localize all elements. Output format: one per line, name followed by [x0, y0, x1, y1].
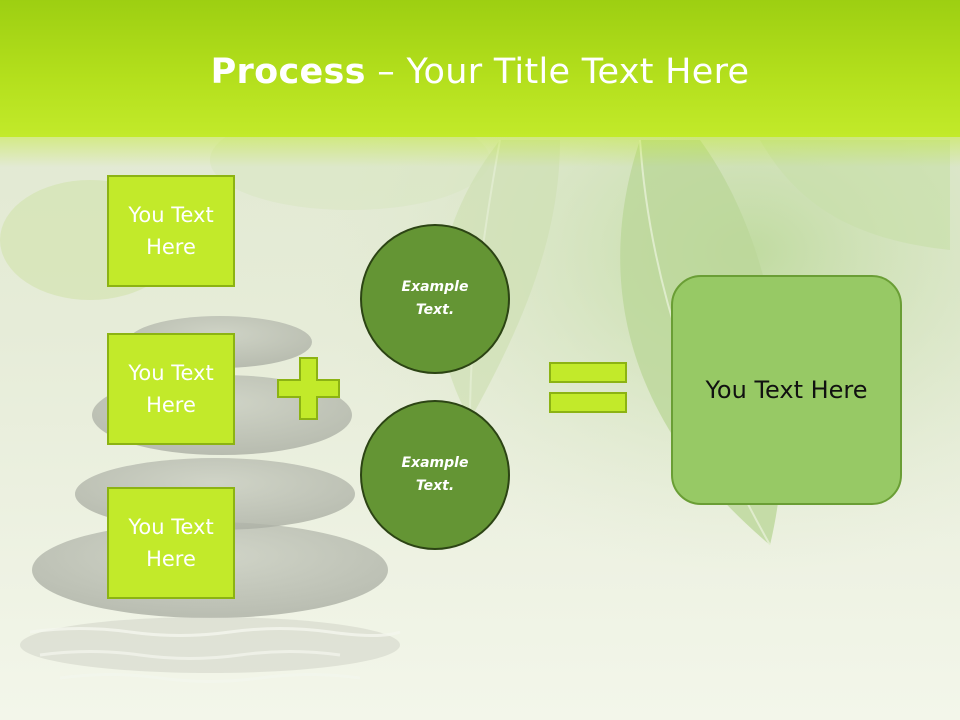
example-circle-1[interactable]: Example Text.: [360, 224, 510, 374]
result-box-text: You Text Here: [705, 376, 868, 404]
title-rest-text: Your Title Text Here: [406, 52, 750, 92]
title-dash: –: [365, 52, 407, 92]
title-bar: [0, 0, 960, 137]
input-box-3[interactable]: You Text Here: [107, 487, 235, 599]
title-bar-fade: [0, 137, 960, 167]
input-box-1[interactable]: You Text Here: [107, 175, 235, 287]
example-circle-2-text: Example Text.: [401, 455, 469, 494]
input-box-2-text: You Text Here: [128, 361, 214, 417]
result-box[interactable]: You Text Here: [671, 275, 902, 505]
example-circle-2[interactable]: Example Text.: [360, 400, 510, 550]
input-box-1-text: You Text Here: [128, 203, 214, 259]
equals-icon: [549, 362, 627, 413]
plus-icon: [277, 357, 340, 420]
slide-title[interactable]: Process – Your Title Text Here: [0, 52, 960, 92]
input-box-3-text: You Text Here: [128, 515, 214, 571]
title-bold-text: Process: [210, 52, 366, 92]
example-circle-1-text: Example Text.: [401, 279, 469, 318]
input-box-2[interactable]: You Text Here: [107, 333, 235, 445]
